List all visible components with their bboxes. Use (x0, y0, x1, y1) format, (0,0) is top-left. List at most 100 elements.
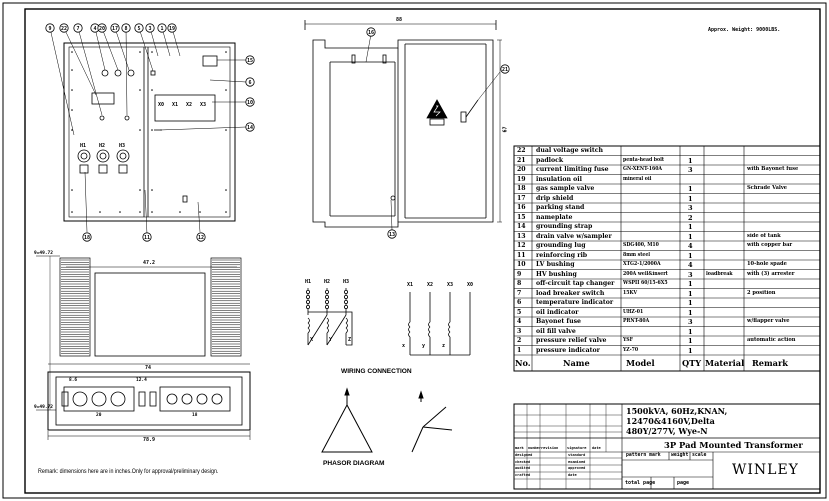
spec-line-3: 480Y/277V, Wye-N (626, 426, 708, 436)
hv-terminal-H2: H2 (324, 279, 331, 285)
bom-header-no: No. (515, 358, 531, 368)
bom-row-qty: 1 (688, 223, 693, 231)
tb-col-number: number (528, 446, 541, 450)
bom-row-no: 8 (517, 280, 522, 287)
tb-sign-examined: examined (568, 460, 586, 464)
balloon-14: 14 (245, 122, 255, 132)
bom-row-qty: 4 (688, 242, 693, 250)
balloon-10: 10 (245, 97, 255, 107)
tb-row-checked: checked (515, 460, 531, 464)
bom-row-name: gas sample valve (536, 185, 595, 192)
bom-row-name: oil fill valve (536, 327, 576, 335)
svg-text:16: 16 (368, 30, 374, 36)
bom-table (513, 145, 821, 372)
balloon-7: 7 (73, 23, 83, 33)
balloon-8: 8 (121, 23, 131, 33)
plan-label-right: 18 (192, 413, 198, 418)
lv-label-x1: X1 (172, 102, 179, 108)
bom-row-qty: 3 (688, 204, 693, 212)
total-page-label: total page (625, 480, 656, 486)
svg-text:10: 10 (247, 100, 253, 106)
bom-row-remark: side of tank (747, 232, 781, 239)
bom-row-qty: 1 (688, 156, 693, 165)
balloon-15: 15 (245, 55, 255, 65)
bom-row-remark: Schrade Valve (747, 185, 788, 191)
bom-row-no: 22 (517, 147, 526, 154)
lv-terminal-X1: X1 (407, 282, 414, 288)
bom-row-name: off-circuit tap changer (536, 280, 615, 287)
bom-header-remark: Remark (752, 358, 788, 368)
bom-row-model: GN-XENT-160A (623, 166, 663, 172)
spec-line-1: 1500kVA, 60Hz,KNAN, (626, 406, 728, 416)
side-view (304, 20, 502, 231)
tb-row-audited: audited (515, 466, 531, 470)
bom-row-name: pressure relief valve (536, 337, 607, 344)
tb-row-crafted: crafted (515, 473, 531, 477)
page-label: page (677, 480, 690, 486)
bom-row-no: 21 (517, 156, 526, 164)
bom-row-model: mineral oil (623, 175, 652, 182)
balloon-9: 9 (45, 23, 55, 33)
plan-dim-small-left: 8.6 (69, 378, 78, 383)
bom-row-name: drain valve w/sampler (536, 232, 612, 240)
bom-row-model: YSF (623, 337, 633, 343)
bom-row-no: 15 (517, 213, 526, 221)
bom-row-no: 11 (517, 251, 526, 259)
lv-label-x0: X0 (158, 102, 165, 108)
bom-row-model: PRNT-80A (623, 318, 650, 324)
bom-row-name: load breaker switch (536, 289, 605, 297)
tb-col-signature: signature (567, 446, 587, 450)
bom-row-model: WSPII 60/15-6X5 (623, 280, 668, 286)
bom-row-qty: 1 (688, 280, 693, 288)
tb-mark-label: mark (515, 446, 524, 450)
hv-coil-Y: Y (329, 337, 333, 343)
bom-header-qty: QTY (682, 358, 702, 368)
scale-label: scale (692, 453, 707, 458)
svg-text:6: 6 (248, 80, 251, 86)
bom-row-name: Bayonet fuse (536, 318, 581, 325)
lv-label-x3: X3 (200, 102, 207, 108)
lv-terminal-X3: X3 (447, 282, 454, 288)
bom-row-qty: 1 (688, 327, 693, 336)
bom-row-remark: 10-hole spade (747, 261, 787, 267)
bom-row-no: 1 (517, 346, 522, 354)
plan-dim-left-bottom: 9=49.72 (34, 405, 53, 410)
tb-sign-standard: standard (568, 453, 586, 457)
svg-text:14: 14 (247, 125, 253, 131)
bom-row-qty: 1 (688, 194, 693, 203)
weight-label: weight (671, 453, 689, 458)
wiring-diagram (305, 288, 471, 356)
tb-col-date: date (592, 446, 601, 450)
phasor-title: PHASOR DIAGRAM (323, 460, 385, 467)
bom-row-name: pressure indicator (536, 346, 600, 354)
tb-row-designed: designed (515, 453, 533, 457)
svg-text:12: 12 (198, 235, 204, 241)
plan-dim-small-mid: 12.4 (136, 378, 147, 383)
bom-header-name: Name (563, 358, 590, 368)
bom-row-no: 14 (517, 223, 526, 230)
svg-text:22: 22 (61, 26, 67, 32)
svg-text:4: 4 (93, 26, 96, 32)
bom-row-name: insulation oil (536, 175, 583, 183)
bom-row-name: grounding strap (536, 223, 593, 230)
tb-col-revision: revision (541, 446, 559, 450)
balloon-12: 12 (196, 232, 206, 242)
plan-dim-top: 47.2 (143, 260, 156, 266)
bom-row-no: 13 (517, 232, 526, 240)
balloon-17: 17 (110, 23, 120, 33)
balloon-21: 21 (500, 64, 510, 74)
balloon-6: 6 (245, 77, 255, 87)
bom-row-model: 200A well&insert (623, 270, 668, 277)
lv-terminal-X0: X0 (467, 282, 474, 288)
bom-row-no: 17 (517, 194, 526, 202)
svg-text:18: 18 (84, 235, 90, 241)
bom-row-name: current limiting fuse (536, 166, 609, 173)
bom-row-qty: 2 (688, 213, 693, 222)
tb-sign-approved: approved (568, 466, 586, 470)
lv-coil-x: x (402, 343, 406, 349)
hv-label-h2: H2 (99, 143, 106, 149)
svg-text:8: 8 (124, 26, 127, 32)
